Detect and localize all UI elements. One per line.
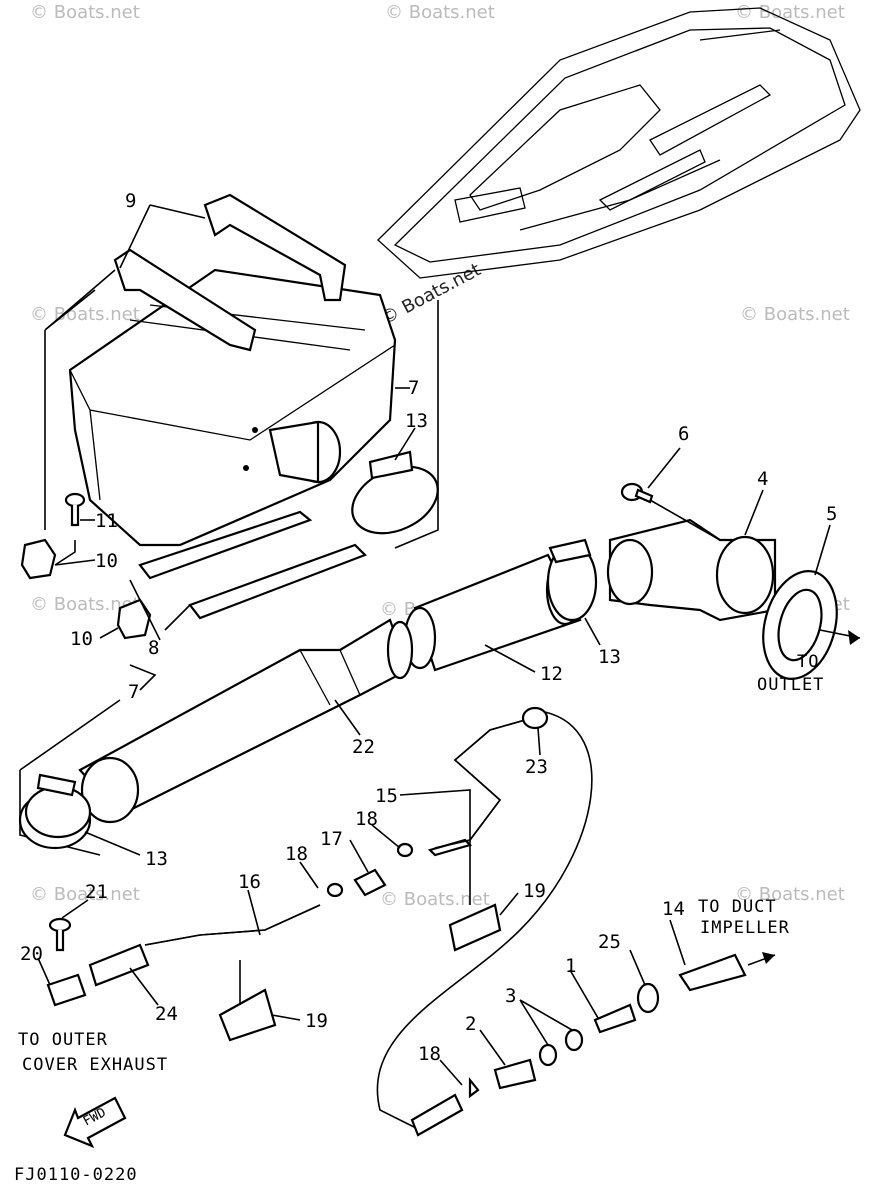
callout-19: 19 [523, 880, 546, 902]
bracket [218, 988, 277, 1042]
note-to-duct-line1: TO DUCT [698, 897, 777, 917]
callout-7: 7 [408, 377, 419, 399]
note-outer-cover-line2: COVER EXHAUST [22, 1055, 168, 1075]
callout-17: 17 [320, 828, 343, 850]
callout-12: 12 [540, 663, 563, 685]
elbow-joint [606, 482, 777, 622]
fitting [493, 1058, 537, 1090]
callout-23: 23 [525, 756, 548, 778]
clip [46, 973, 87, 1007]
watermark: © Boats.net [385, 2, 495, 23]
watermark: © Boats.net [377, 259, 484, 329]
strap-handle [113, 248, 257, 352]
watermark: © Boats.net [30, 2, 140, 23]
exhaust-hose [403, 538, 598, 672]
callout-10: 10 [95, 550, 118, 572]
diagram-code: FJ0110-0220 [14, 1165, 138, 1185]
clip [20, 538, 57, 580]
note-outer-cover-line1: TO OUTER [18, 1030, 108, 1050]
callout-16: 16 [238, 871, 261, 893]
callout-8: 8 [148, 637, 159, 659]
callout-18: 18 [418, 1043, 441, 1065]
note-to-outlet-line1: TO [797, 652, 819, 672]
bolt [64, 492, 86, 527]
watermark: © Boats.net [30, 304, 140, 325]
bracket [448, 903, 502, 952]
callout-7: 7 [128, 681, 139, 703]
note-to-outlet-line2: OUTLET [757, 675, 824, 695]
callout-18: 18 [285, 843, 308, 865]
callout-21: 21 [85, 881, 108, 903]
fwd-arrow: FWD [63, 1096, 127, 1149]
watermark: © Boats.net [30, 884, 140, 905]
hose [678, 953, 747, 992]
waterlock-box [68, 193, 397, 547]
watermark: © Boats.net [735, 2, 845, 23]
callout-5: 5 [826, 503, 837, 525]
notes: TO OUTLET TO DUCT IMPELLER TO OUTER COVE… [18, 652, 824, 1075]
gasket [762, 570, 861, 680]
callout-18: 18 [355, 808, 378, 830]
callouts: 9 7 13 11 10 10 8 7 6 4 5 13 12 22 23 15… [20, 190, 837, 1065]
callout-6: 6 [678, 423, 689, 445]
callout-13: 13 [405, 410, 428, 432]
callout-4: 4 [757, 468, 768, 490]
strap-handle [203, 193, 347, 302]
callout-19: 19 [305, 1010, 328, 1032]
callout-22: 22 [352, 736, 375, 758]
callout-10: 10 [70, 628, 93, 650]
watermark: © Boats.net [380, 889, 490, 910]
cap [521, 706, 549, 730]
callout-13: 13 [598, 646, 621, 668]
hose-clamp [351, 450, 439, 535]
clip [116, 598, 152, 640]
callout-14: 14 [662, 898, 685, 920]
callout-15: 15 [375, 785, 398, 807]
callout-24: 24 [155, 1003, 178, 1025]
callout-25: 25 [598, 931, 621, 953]
callout-2: 2 [465, 1013, 476, 1035]
note-to-duct-line2: IMPELLER [700, 918, 790, 938]
callout-9: 9 [125, 190, 136, 212]
fitting [88, 943, 150, 987]
watermark: © Boats.net [735, 884, 845, 905]
watermark: © Boats.net [740, 304, 850, 325]
callout-1: 1 [565, 955, 576, 977]
callout-11: 11 [95, 510, 118, 532]
watercraft-hull [377, 7, 861, 279]
muffler-pipe [78, 618, 414, 824]
callout-20: 20 [20, 943, 43, 965]
callout-3: 3 [505, 985, 516, 1007]
callout-13: 13 [145, 848, 168, 870]
hose-clamp [18, 773, 92, 850]
watermark: © Boats.net [30, 594, 140, 615]
